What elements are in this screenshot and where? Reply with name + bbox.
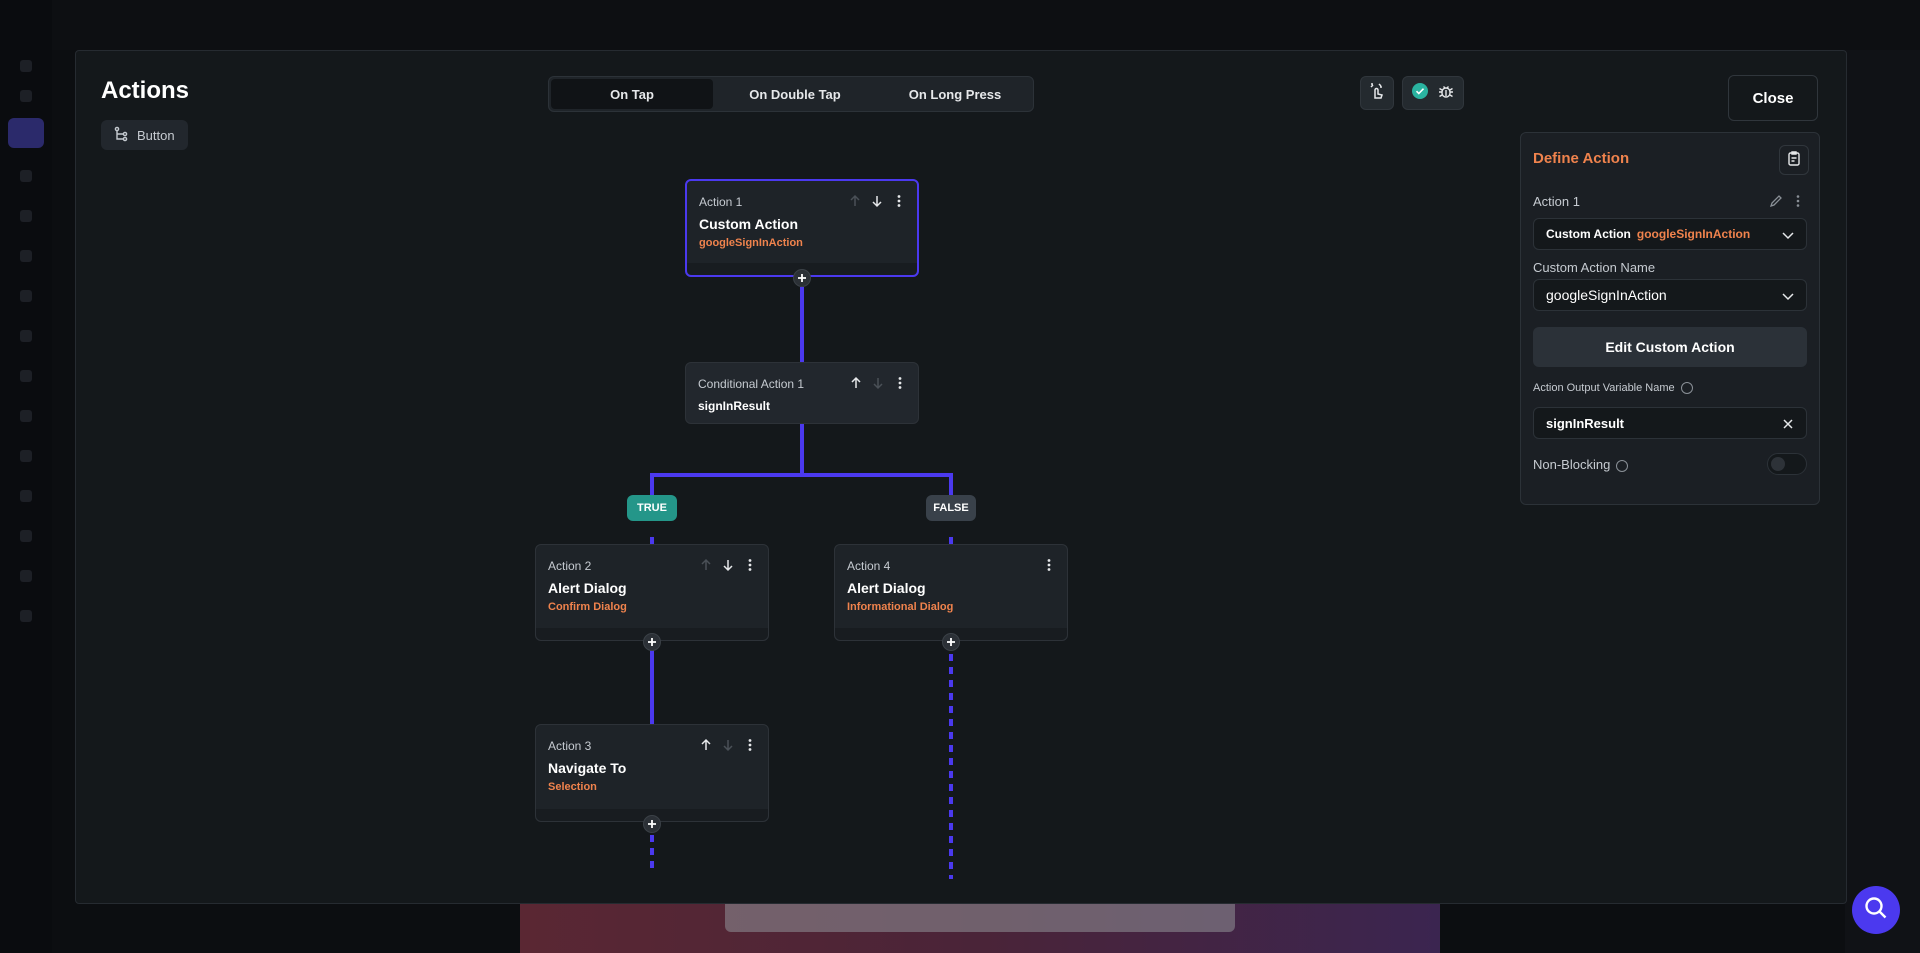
chevron-down-icon	[1780, 227, 1796, 243]
action-card-header: Action 3	[548, 739, 592, 753]
copy-action-button[interactable]	[1779, 145, 1809, 175]
sidebar-icon	[20, 370, 32, 382]
sidebar-icon	[20, 490, 32, 502]
action-card-header: Conditional Action 1	[698, 377, 805, 391]
arrow-up-icon[interactable]	[698, 737, 714, 753]
add-action-button[interactable]	[643, 633, 661, 651]
actions-modal: Actions Button On Tap On Double Tap On L…	[75, 50, 1847, 904]
output-variable-input[interactable]: signInResult	[1533, 407, 1807, 439]
tab-on-long-press[interactable]: On Long Press	[908, 86, 1002, 102]
sidebar-icon	[20, 610, 32, 622]
edit-pencil-icon[interactable]	[1769, 194, 1783, 213]
more-vertical-icon[interactable]	[891, 193, 907, 209]
widget-tree-icon	[113, 126, 129, 145]
action-card-name: Alert Dialog	[548, 580, 627, 596]
clipboard-icon	[1786, 150, 1802, 171]
sidebar-icon	[20, 250, 32, 262]
magic-gesture-icon	[1368, 82, 1386, 105]
app-sidebar-rail	[0, 0, 52, 953]
true-branch-badge: TRUE	[627, 495, 677, 521]
action-type-value: googleSignInAction	[1636, 227, 1751, 241]
arrow-up-icon[interactable]	[847, 193, 863, 209]
action-card-4[interactable]: Action 4 Alert Dialog Informational Dial…	[834, 544, 1068, 641]
app-properties-panel	[1845, 50, 1920, 953]
ai-assist-button[interactable]	[1360, 76, 1394, 110]
conditional-action-card[interactable]: Conditional Action 1 signInResult	[685, 362, 919, 424]
arrow-down-icon[interactable]	[720, 557, 736, 573]
sidebar-icon	[20, 60, 32, 72]
sidebar-icon	[20, 410, 32, 422]
action-name-label: Action 1	[1533, 194, 1580, 209]
check-circle-icon	[1411, 82, 1429, 105]
arrow-up-icon[interactable]	[848, 375, 864, 391]
define-action-panel: Define Action Action 1 Custom Action goo…	[1520, 132, 1820, 505]
output-variable-label: Action Output Variable Name	[1533, 382, 1693, 395]
output-variable-value: signInResult	[1546, 415, 1625, 431]
action-card-subtitle: Confirm Dialog	[548, 601, 627, 613]
clear-icon[interactable]	[1782, 418, 1794, 433]
action-card-header: Action 1	[699, 195, 743, 209]
non-blocking-label: Non-Blocking	[1533, 457, 1629, 472]
trigger-tabs: On Tap On Double Tap On Long Press	[548, 76, 1034, 112]
action-flow-connectors	[650, 287, 953, 879]
info-icon	[1616, 459, 1629, 472]
widget-chip-label: Button	[137, 127, 175, 143]
bug-icon	[1437, 82, 1455, 105]
edit-custom-action-button[interactable]: Edit Custom Action	[1533, 327, 1807, 367]
more-vertical-icon[interactable]	[742, 737, 758, 753]
validate-debug-button[interactable]	[1402, 76, 1464, 110]
sidebar-icon	[20, 210, 32, 222]
sidebar-icon	[20, 450, 32, 462]
action-type-label: Custom Action	[1546, 227, 1631, 241]
action-card-3[interactable]: Action 3 Navigate To Selection	[535, 724, 769, 822]
arrow-down-icon[interactable]	[869, 193, 885, 209]
action-card-subtitle: Informational Dialog	[847, 601, 954, 613]
conditional-variable: signInResult	[698, 399, 771, 413]
custom-action-name-label: Custom Action Name	[1533, 260, 1656, 275]
more-vertical-icon[interactable]	[1041, 557, 1057, 573]
close-button[interactable]: Close	[1728, 75, 1818, 121]
action-card-name: Custom Action	[699, 216, 799, 232]
action-card-header: Action 2	[548, 559, 592, 573]
more-vertical-icon[interactable]	[742, 557, 758, 573]
sidebar-icon	[20, 90, 32, 102]
sidebar-active-item	[8, 118, 44, 148]
add-action-button[interactable]	[793, 269, 811, 287]
sidebar-icon	[20, 530, 32, 542]
custom-action-name-value: googleSignInAction	[1546, 287, 1667, 303]
arrow-up-icon[interactable]	[698, 557, 714, 573]
sidebar-icon	[20, 570, 32, 582]
info-icon	[1680, 382, 1693, 395]
sidebar-icon	[20, 330, 32, 342]
add-action-button[interactable]	[643, 815, 661, 833]
arrow-down-icon[interactable]	[720, 737, 736, 753]
false-branch-badge: FALSE	[926, 495, 976, 521]
app-top-bar	[52, 0, 1920, 50]
tab-on-double-tap[interactable]: On Double Tap	[749, 86, 841, 102]
sidebar-icon	[20, 290, 32, 302]
widget-chip[interactable]: Button	[101, 120, 188, 150]
add-action-button[interactable]	[942, 633, 960, 651]
search-icon	[1863, 895, 1889, 926]
more-vertical-icon[interactable]	[892, 375, 908, 391]
action-card-subtitle: googleSignInAction	[699, 237, 803, 249]
chevron-down-icon	[1780, 288, 1796, 304]
help-search-button[interactable]	[1852, 886, 1900, 934]
tab-on-tap[interactable]: On Tap	[551, 79, 713, 109]
more-vertical-icon[interactable]	[1791, 194, 1805, 213]
action-card-subtitle: Selection	[548, 781, 597, 793]
action-card-2[interactable]: Action 2 Alert Dialog Confirm Dialog	[535, 544, 769, 641]
action-card-name: Navigate To	[548, 760, 627, 776]
action-card-1[interactable]: Action 1 Custom Action googleSignInActio…	[685, 179, 919, 277]
action-type-dropdown[interactable]: Custom Action googleSignInAction	[1533, 218, 1807, 250]
non-blocking-toggle[interactable]	[1767, 453, 1807, 475]
modal-title: Actions	[101, 77, 190, 104]
action-card-header: Action 4	[847, 559, 891, 573]
sidebar-icon	[20, 170, 32, 182]
app-canvas-preview	[520, 904, 1440, 953]
action-card-name: Alert Dialog	[847, 580, 926, 596]
panel-title: Define Action	[1533, 150, 1630, 167]
custom-action-name-dropdown[interactable]: googleSignInAction	[1533, 279, 1807, 311]
arrow-down-icon[interactable]	[870, 375, 886, 391]
